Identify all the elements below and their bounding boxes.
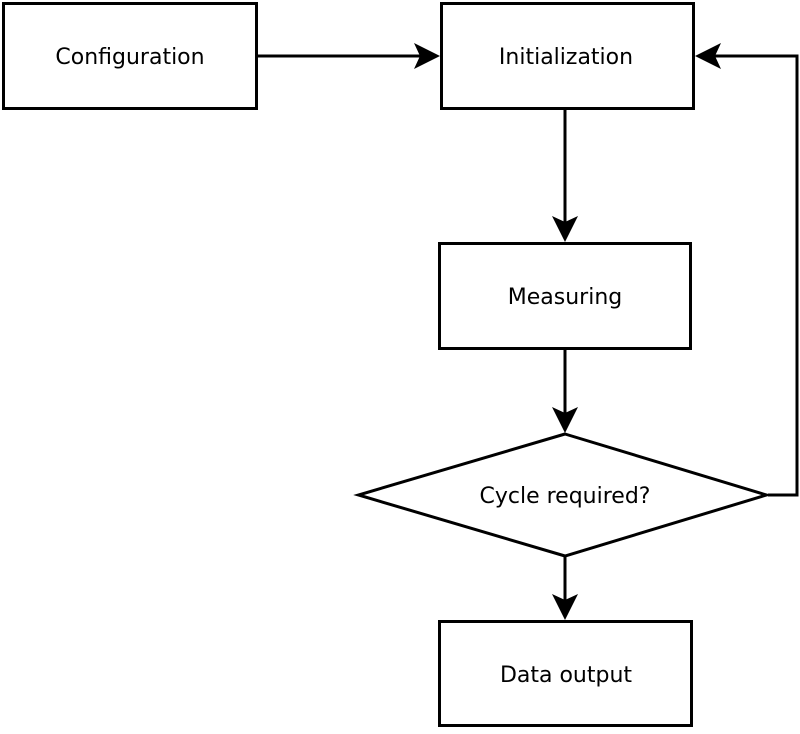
arrowhead-left-icon: [695, 43, 721, 69]
node-initialization: Initialization: [440, 2, 695, 110]
node-measuring: Measuring: [438, 242, 692, 350]
edge-cycle-required-to-initialization: [695, 43, 799, 497]
arrowhead-right-icon: [414, 43, 440, 69]
arrowhead-down-icon: [552, 407, 578, 433]
configuration-label: Configuration: [55, 45, 204, 70]
edge-configuration-to-initialization: [258, 43, 440, 69]
initialization-label: Initialization: [499, 45, 633, 70]
node-configuration: Configuration: [2, 2, 258, 110]
measuring-label: Measuring: [508, 285, 622, 310]
edge-measuring-to-cycle-required: [552, 350, 578, 433]
node-cycle-required: Cycle required?: [353, 432, 772, 558]
edge-cycle-required-to-data-output: [552, 557, 578, 620]
cycle-required-diamond: [353, 432, 772, 558]
data-output-label: Data output: [500, 663, 632, 688]
measuring-box: [438, 242, 692, 350]
configuration-box: [2, 2, 258, 110]
arrowhead-down-icon: [552, 594, 578, 620]
initialization-box: [440, 2, 695, 110]
node-data-output: Data output: [438, 620, 693, 727]
cycle-required-label: Cycle required?: [480, 484, 651, 509]
edge-initialization-to-measuring: [552, 110, 578, 242]
data-output-box: [438, 620, 693, 727]
arrowhead-down-icon: [552, 216, 578, 242]
edge-feedback-loop-line: [710, 54, 799, 497]
